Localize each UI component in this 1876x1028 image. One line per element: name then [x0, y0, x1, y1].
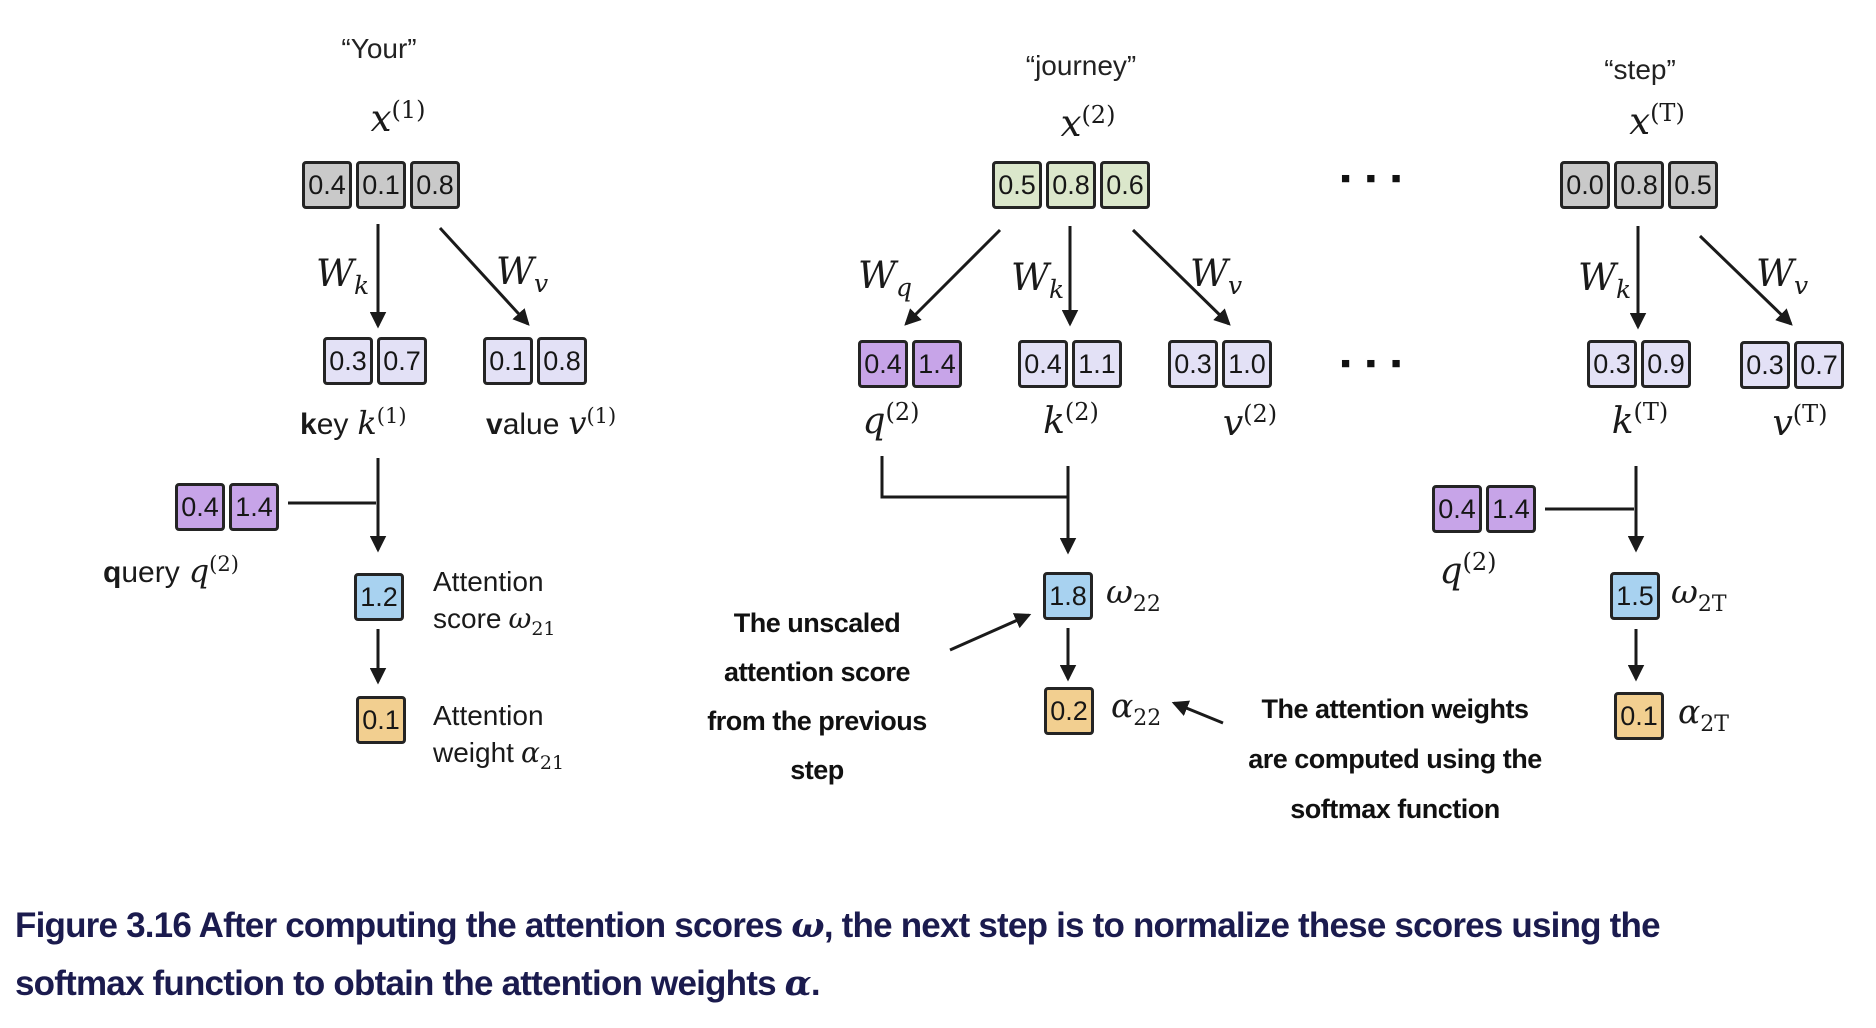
vector-cell: 1.0	[1222, 340, 1272, 388]
vector-cell: 0.8	[1046, 161, 1096, 209]
key2-vector: 0.4 1.1	[1018, 340, 1122, 388]
x2-label: x(2)	[1060, 101, 1116, 145]
xT-embedding-vector: 0.0 0.8 0.5	[1560, 161, 1718, 209]
wv2-matrix-label: Wv	[1190, 252, 1243, 300]
wv1-matrix-label: Wv	[496, 250, 549, 298]
vector-cell: 0.0	[1560, 161, 1610, 209]
vector-cell: 0.8	[1614, 161, 1664, 209]
wq2-matrix-label: Wq	[858, 254, 913, 302]
vector-cell: 0.6	[1100, 161, 1150, 209]
caption-line-2: softmax function to obtain the attention…	[15, 963, 821, 1004]
attention-weight-2T-box: 0.1	[1614, 692, 1664, 740]
token-word-your: “Your”	[341, 33, 417, 64]
arrow-annotation-softmax	[1171, 700, 1224, 725]
attention-weight-21-box: 0.1	[356, 696, 406, 744]
vector-cell: 0.3	[1587, 340, 1637, 388]
query2-vector: 0.4 1.4	[858, 340, 962, 388]
vector-cell: 0.9	[1641, 340, 1691, 388]
attention-weight-22-box: 0.2	[1044, 687, 1094, 735]
valueT-vector: 0.3 0.7	[1740, 341, 1844, 389]
value1-vector: 0.1 0.8	[483, 337, 587, 385]
query1-vector: 0.4 1.4	[175, 483, 279, 531]
xT-label: x(T)	[1629, 99, 1685, 143]
vector-cell: 0.3	[323, 337, 373, 385]
ellipsis-icon: ■ ■ ■	[1341, 355, 1407, 372]
query3-vector: 0.4 1.4	[1432, 485, 1536, 533]
alpha-2T-label: α2T	[1678, 692, 1729, 737]
q2-label-col3: q(2)	[1439, 548, 1497, 592]
vector-cell: 0.3	[1168, 340, 1218, 388]
attention-score-21-box: 1.2	[354, 573, 404, 621]
vector-cell: 1.4	[1486, 485, 1536, 533]
alpha-22-label: α22	[1111, 686, 1162, 731]
vector-cell: 0.4	[1018, 340, 1068, 388]
omega-2T-label: ω2T	[1671, 572, 1727, 617]
vT-label: v(T)	[1772, 400, 1828, 444]
value2-vector: 0.3 1.0	[1168, 340, 1272, 388]
arrow-x2-wq	[904, 228, 1002, 326]
vector-cell: 0.8	[537, 337, 587, 385]
vector-cell: 0.5	[992, 161, 1042, 209]
annotation-unscaled-score: The unscaled attention score from the pr…	[707, 608, 927, 785]
wk1-matrix-label: Wk	[316, 252, 370, 300]
annotation-softmax: The attention weights are computed using…	[1248, 694, 1542, 824]
v2-label: v(2)	[1222, 400, 1278, 444]
wv3-matrix-label: Wv	[1756, 252, 1809, 300]
keyT-vector: 0.3 0.9	[1587, 340, 1691, 388]
token-word-journey: “journey”	[1025, 50, 1137, 81]
vector-cell: 0.7	[377, 337, 427, 385]
line-q2-bracket	[880, 456, 1068, 499]
wk3-matrix-label: Wk	[1578, 256, 1632, 304]
caption-line-1: Figure 3.16 After computing the attentio…	[15, 905, 1661, 946]
vector-cell: 0.4	[175, 483, 225, 531]
vector-cell: 0.4	[302, 161, 352, 209]
vector-cell: 0.4	[858, 340, 908, 388]
arrow-annotation-unscaled	[949, 613, 1032, 652]
vector-cell: 1.1	[1072, 340, 1122, 388]
kT-label: k(T)	[1611, 398, 1669, 442]
wk2-matrix-label: Wk	[1011, 256, 1065, 304]
figure-caption: Figure 3.16 After computing the attentio…	[15, 897, 1661, 1013]
vector-cell: 0.7	[1794, 341, 1844, 389]
vector-cell: 0.8	[410, 161, 460, 209]
vector-cell: 0.4	[1432, 485, 1482, 533]
vector-cell: 1.4	[912, 340, 962, 388]
token-word-step: “step”	[1604, 54, 1676, 85]
omega-22-label: ω22	[1106, 572, 1161, 617]
k2-label: k(2)	[1043, 398, 1099, 442]
attention-score-22-box: 1.8	[1043, 572, 1093, 620]
ellipsis-icon: ■ ■ ■	[1341, 170, 1407, 187]
vector-cell: 0.3	[1740, 341, 1790, 389]
x1-embedding-vector: 0.4 0.1 0.8	[302, 161, 460, 209]
x1-label: x(1)	[370, 96, 426, 140]
vector-cell: 0.1	[483, 337, 533, 385]
vector-cell: 1.4	[229, 483, 279, 531]
q2-label: q(2)	[862, 398, 920, 442]
vector-cell: 0.1	[356, 161, 406, 209]
x2-embedding-vector: 0.5 0.8 0.6	[992, 161, 1150, 209]
attention-score-2T-box: 1.5	[1610, 572, 1660, 620]
key1-vector: 0.3 0.7	[323, 337, 427, 385]
vector-cell: 0.5	[1668, 161, 1718, 209]
